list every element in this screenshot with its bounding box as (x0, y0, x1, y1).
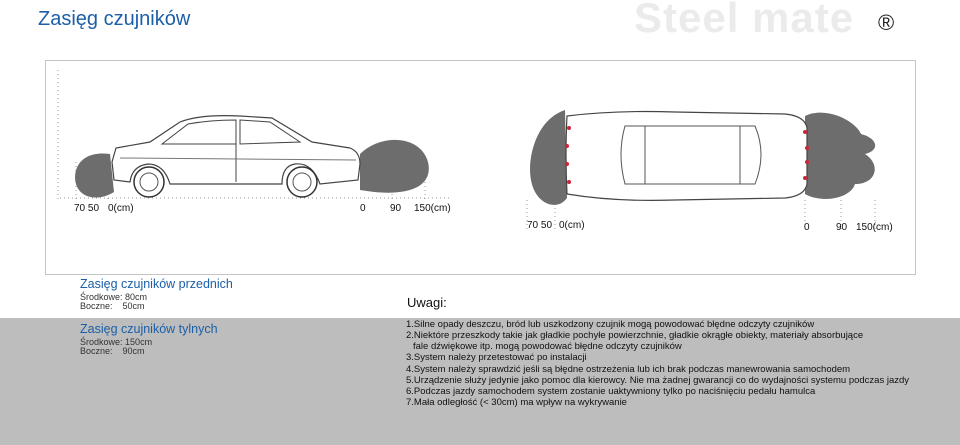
sensor-dot (805, 146, 809, 150)
rear-wheel (133, 166, 165, 198)
rear-sensors-side: Boczne: 90cm (80, 346, 145, 356)
side-scale-front-zero: 0 (360, 203, 366, 214)
side-scale-front-end: 150(cm) (414, 203, 451, 214)
note-item: 3.System należy przetestować po instalac… (406, 352, 587, 363)
top-scale-front-end: 150(cm) (856, 222, 893, 233)
note-item: 4.System należy sprawdzić jeśli są błędn… (406, 364, 851, 375)
front-detection-zone (360, 139, 429, 193)
front-wheel-hub (292, 172, 312, 192)
sensor-dot (565, 144, 569, 148)
window-outline (160, 119, 237, 145)
note-item: 5.Urządzenie służy jedynie jako pomoc dl… (406, 375, 910, 386)
brand-watermark: Steel mate (634, 0, 855, 41)
note-item: 6.Podczas jazdy samochodem system zostan… (406, 386, 816, 397)
page-title: Zasięg czujników (38, 8, 191, 30)
body-crease (119, 157, 357, 161)
sensor-dot (565, 162, 569, 166)
front-wheel (286, 166, 318, 198)
rear-sensors-title: Zasięg czujników tylnych (80, 322, 218, 336)
front-center-label: Środkowe: (80, 292, 123, 302)
registered-mark: ® (878, 10, 895, 35)
notes-title: Uwagi: (407, 295, 447, 310)
sensor-dot (805, 160, 809, 164)
side-scale-front: 90 (390, 203, 402, 214)
sensor-dot (567, 180, 571, 184)
top-scale-front-zero: 0 (804, 222, 810, 233)
front-sensors-center: Środkowe: 80cm (80, 292, 147, 302)
rear-center-label: Środkowe: (80, 337, 123, 347)
rear-side-label: Boczne: (80, 346, 113, 356)
window-outline (239, 119, 302, 145)
top-view-diagram (526, 110, 876, 230)
top-scale-front: 90 (836, 222, 848, 233)
note-item: 7.Mała odległość (< 30cm) ma wpływ na wy… (406, 397, 627, 408)
car-top-outline (565, 110, 808, 201)
rear-sensors-center: Środkowe: 150cm (80, 337, 152, 347)
note-item: 2.Niektóre przeszkody takie jak gładkie … (406, 330, 864, 341)
roof-outline (620, 125, 762, 185)
front-sensors-title: Zasięg czujników przednich (80, 277, 233, 291)
front-sensors-side: Boczne: 50cm (80, 301, 145, 311)
front-center-value: 80cm (125, 292, 148, 302)
side-view-diagram (57, 70, 450, 202)
rear-wheel-hub (139, 172, 159, 192)
note-item: fale dźwiękowe itp. mogą powodować błędn… (413, 341, 682, 352)
front-side-value: 50cm (122, 301, 145, 311)
rear-side-value: 90cm (122, 346, 145, 356)
rear-detection-zone (75, 153, 114, 198)
sensor-dot (567, 126, 571, 130)
top-scale-rear: 70 50 (527, 220, 553, 231)
sensor-dot (803, 176, 807, 180)
rear-center-value: 150cm (125, 337, 153, 347)
front-side-label: Boczne: (80, 301, 113, 311)
top-scale-rear-unit: 0(cm) (559, 220, 585, 231)
rear-detection-zone (530, 110, 567, 205)
footer-band (0, 318, 960, 445)
side-scale-rear: 70 50 (74, 203, 100, 214)
front-detection-zone (805, 112, 876, 199)
sensor-dot (803, 130, 807, 134)
side-scale-rear-unit: 0(cm) (108, 203, 134, 214)
note-item: 1.Silne opady deszczu, bród lub uszkodzo… (406, 319, 815, 330)
